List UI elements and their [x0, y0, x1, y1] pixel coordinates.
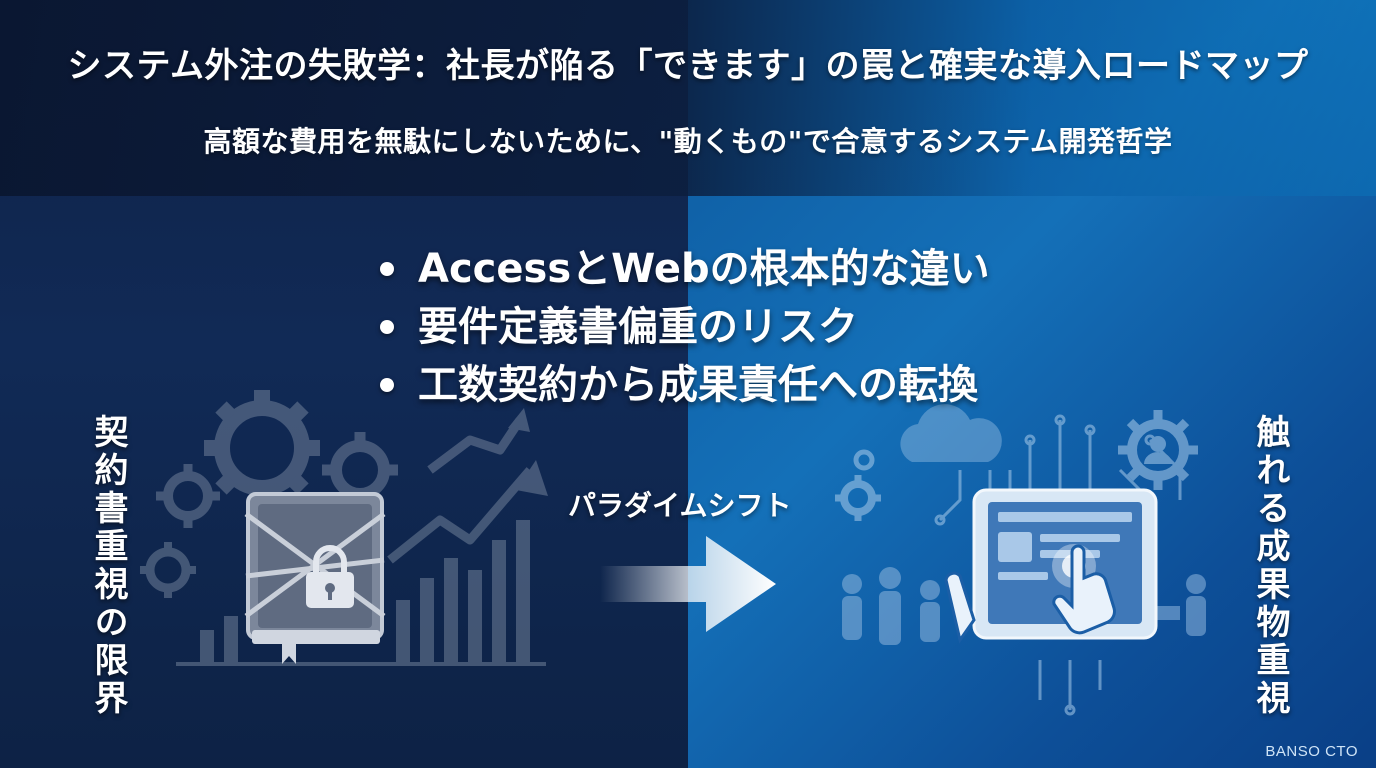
user-gear-icon	[1118, 410, 1198, 490]
padlock-icon	[306, 545, 354, 608]
cloud-icon	[900, 404, 1002, 462]
people-icon	[842, 567, 1206, 645]
left-side-label: 契約書重視の限界	[88, 414, 128, 718]
list-item: 要件定義書偏重のリスク	[380, 298, 990, 356]
gear-icon	[204, 390, 320, 506]
page-title: システム外注の失敗学：社長が陥る「できます」の罠と確実な導入ロードマップ	[67, 46, 1309, 86]
rising-arrow-icon	[387, 417, 534, 564]
list-item: 工数契約から成果責任への転換	[380, 356, 990, 414]
bar-chart-icon	[176, 520, 546, 666]
bullet-icon	[380, 378, 394, 392]
footer-credit: BANSO CTO	[1265, 743, 1358, 760]
bullet-icon	[380, 320, 394, 334]
list-item-label: 工数契約から成果責任への転換	[418, 362, 978, 408]
bullet-icon	[380, 262, 394, 276]
header-band	[0, 0, 1376, 196]
gear-icon	[140, 542, 196, 598]
gear-icon	[853, 449, 875, 471]
bullet-list: AccessとWebの根本的な違い 要件定義書偏重のリスク 工数契約から成果責任…	[380, 240, 990, 414]
list-item: AccessとWebの根本的な違い	[380, 240, 990, 298]
list-item-label: AccessとWebの根本的な違い	[418, 246, 990, 292]
gear-icon	[156, 464, 220, 528]
touch-hand-icon	[944, 544, 1116, 644]
right-side-label: 触れる成果物重視	[1250, 414, 1290, 718]
paradigm-shift-label: パラダイムシフト	[568, 489, 792, 522]
gear-icon	[835, 475, 881, 521]
list-item-label: 要件定義書偏重のリスク	[418, 304, 858, 350]
page-subtitle: 高額な費用を無駄にしないために、"動くもの"で合意するシステム開発哲学	[203, 125, 1173, 158]
